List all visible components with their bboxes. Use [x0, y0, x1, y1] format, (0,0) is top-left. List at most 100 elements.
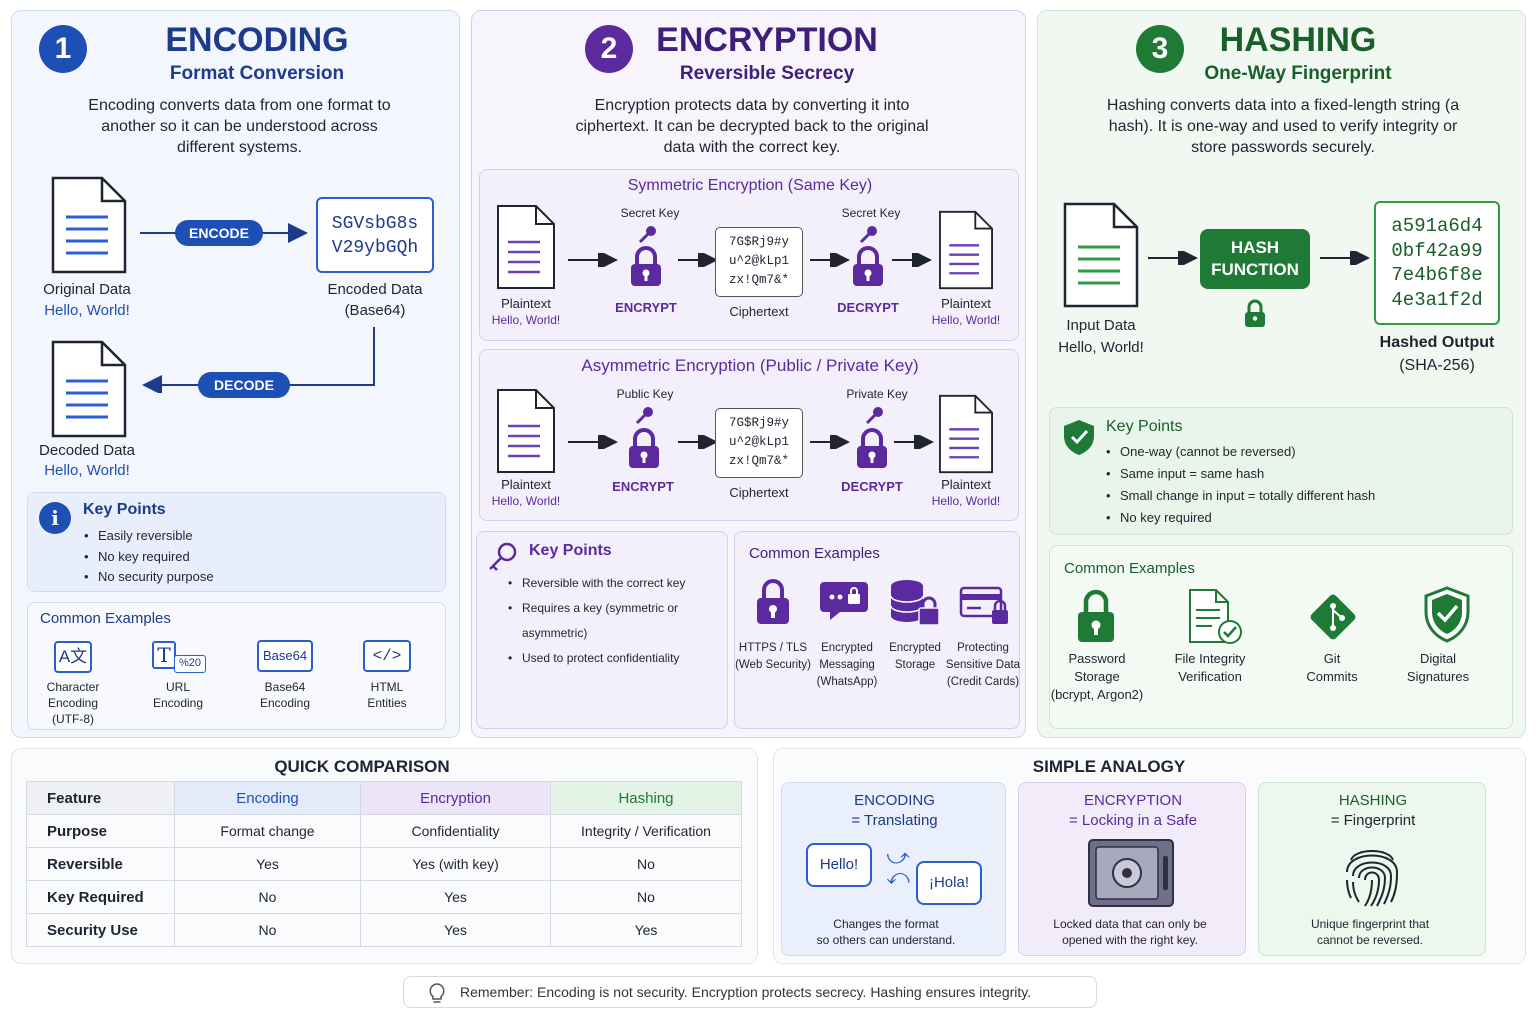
ciphertext-label: Ciphertext: [729, 304, 789, 319]
encoded-data-label: Encoded Data: [327, 281, 423, 298]
lock-icon: [631, 246, 661, 286]
lightbulb-icon: [429, 983, 445, 1003]
plaintext-document-icon: [497, 205, 555, 289]
example-line: Git: [1323, 651, 1341, 666]
analogy-title: SIMPLE ANALOGY: [1032, 757, 1186, 776]
example-line: Sensitive Data: [945, 659, 1021, 671]
hashing-number-badge: 3: [1136, 25, 1184, 73]
table-cell: Security Use: [26, 913, 175, 947]
key-point: Easily reversible: [84, 526, 214, 547]
example-line: Encoding: [152, 696, 204, 710]
decode-pill: DECODE: [198, 372, 290, 398]
table-row: Reversible Yes Yes (with key) No: [26, 847, 742, 881]
example-label: Git Commits: [1282, 650, 1382, 686]
cipher-line: u^2@kLp1: [728, 254, 789, 268]
example-line: (WhatsApp): [816, 676, 878, 688]
table-cell: Format change: [174, 814, 361, 848]
table-cell: Yes: [360, 880, 551, 914]
secret-key-label: Secret Key: [620, 206, 680, 220]
hashing-key-points-title: Key Points: [1106, 418, 1183, 435]
analogy-encryption-title: ENCRYPTION: [1083, 792, 1183, 809]
analogy-encryption-caption: Locked data that can only be opened with…: [1019, 916, 1241, 948]
key-point: No key required: [1106, 507, 1375, 529]
analogy-encryption-sub: = Locking in a Safe: [1068, 812, 1197, 829]
encryption-examples: Common Examples HTTPS / TLS (Web Securit…: [734, 531, 1020, 729]
key-icon: [489, 542, 517, 571]
comparison-table: Feature Encoding Encryption Hashing Purp…: [26, 781, 742, 947]
hashing-key-points-list: One-way (cannot be reversed) Same input …: [1106, 441, 1375, 529]
table-header-row: Feature Encoding Encryption Hashing: [26, 781, 742, 815]
encoding-number-badge: 1: [39, 25, 87, 73]
example-label: Password Storage (bcrypt, Argon2): [1050, 650, 1144, 704]
file-check-icon: [1189, 589, 1242, 644]
example-label: Encrypted Messaging (WhatsApp): [809, 640, 885, 691]
example-line: (Web Security): [735, 659, 811, 671]
encryption-panel: 2 ENCRYPTION Reversible Secrecy Encrypti…: [471, 10, 1026, 738]
char-encoding-icon: A文: [54, 641, 92, 673]
hashing-subtitle: One-Way Fingerprint: [1204, 63, 1392, 84]
encryption-subtitle: Reversible Secrecy: [679, 63, 855, 84]
encryption-number-badge: 2: [585, 25, 633, 73]
example-line: HTTPS / TLS: [738, 642, 808, 654]
arrow: [810, 435, 850, 449]
example-line: Messaging: [819, 659, 875, 671]
hash-function-line: HASH: [1230, 238, 1280, 257]
original-document-icon: [51, 176, 127, 274]
table-cell: No: [550, 847, 742, 881]
cipher-line: zx!Qm7&*: [728, 273, 789, 287]
footer-text: Remember: Encoding is not security. Encr…: [460, 984, 1032, 1000]
arrow: [678, 435, 718, 449]
encryption-title: ENCRYPTION: [656, 21, 878, 59]
key-icon: [638, 226, 656, 244]
lock-icon: [1078, 589, 1114, 642]
plaintext-document-icon: [497, 389, 555, 473]
cipher-line: u^2@kLp1: [728, 435, 789, 449]
example-label: Encrypted Storage: [877, 640, 953, 674]
table-cell: Yes (with key): [360, 847, 551, 881]
encoding-examples: Common Examples A文 T %20 Base64 </> Char…: [27, 602, 446, 730]
original-data-label: Original Data: [43, 281, 131, 298]
caption-line: Unique fingerprint that: [1310, 917, 1430, 931]
hashing-description: Hashing converts data into a fixed-lengt…: [1106, 97, 1460, 156]
ciphertext-box: 7G$Rj9#y u^2@kLp1 zx!Qm7&*: [715, 408, 803, 478]
analogy-encoding-card: ENCODING = Translating Hello! ⤻⤺ ¡Hola! …: [781, 782, 1006, 956]
encryption-key-points-list: Reversible with the correct key Requires…: [508, 571, 728, 671]
arrow: [1320, 251, 1370, 265]
analogy-panel: SIMPLE ANALOGY ENCODING = Translating He…: [773, 748, 1526, 964]
example-line: Entities: [367, 696, 407, 710]
swap-arrows-icon: ⤻⤺: [886, 844, 910, 889]
key-point: Same input = same hash: [1106, 463, 1375, 485]
example-label: URL Encoding: [133, 679, 223, 711]
analogy-hashing-card: HASHING = Fingerprint Unique fingerprint…: [1258, 782, 1486, 956]
encoding-key-points-list: Easily reversible No key required No sec…: [84, 526, 214, 588]
table-cell: Purpose: [26, 814, 175, 848]
encoding-panel: 1 ENCODING Format Conversion Encoding co…: [11, 10, 460, 738]
analogy-hashing-caption: Unique fingerprint that cannot be revers…: [1259, 916, 1481, 948]
caption-line: so others can understand.: [816, 933, 956, 947]
example-label: HTML Entities: [342, 679, 432, 711]
plaintext-label: Plaintext: [501, 477, 551, 492]
example-label: Base64 Encoding: [240, 679, 330, 711]
input-data-value: Hello, World!: [1058, 339, 1144, 356]
hash-line: 4e3a1f2d: [1391, 288, 1483, 311]
symmetric-title: Symmetric Encryption (Same Key): [627, 177, 873, 194]
decoded-data-value: Hello, World!: [44, 462, 130, 479]
hashing-examples-title: Common Examples: [1064, 560, 1195, 577]
encryption-description: Encryption protects data by converting i…: [575, 97, 929, 156]
plaintext-label: Plaintext: [501, 296, 551, 311]
example-line: Character: [46, 680, 100, 694]
example-label: Digital Signatures: [1388, 650, 1488, 686]
original-data-value: Hello, World!: [44, 302, 130, 319]
arrow: [568, 253, 618, 267]
caption-line: Changes the format: [833, 917, 939, 931]
arrow: [1148, 251, 1198, 265]
encryption-examples-title: Common Examples: [749, 545, 880, 562]
caption-line: cannot be reversed.: [1316, 933, 1424, 947]
git-icon: [1310, 594, 1356, 640]
encryption-key-points-title: Key Points: [529, 542, 612, 559]
header-feature: Feature: [26, 781, 175, 815]
ciphertext-label: Ciphertext: [729, 485, 789, 500]
example-line: Base64: [264, 680, 306, 694]
hash-line: a591a6d4: [1391, 215, 1483, 237]
hashing-examples: Common Examples Password Storage (bcrypt…: [1049, 545, 1513, 729]
